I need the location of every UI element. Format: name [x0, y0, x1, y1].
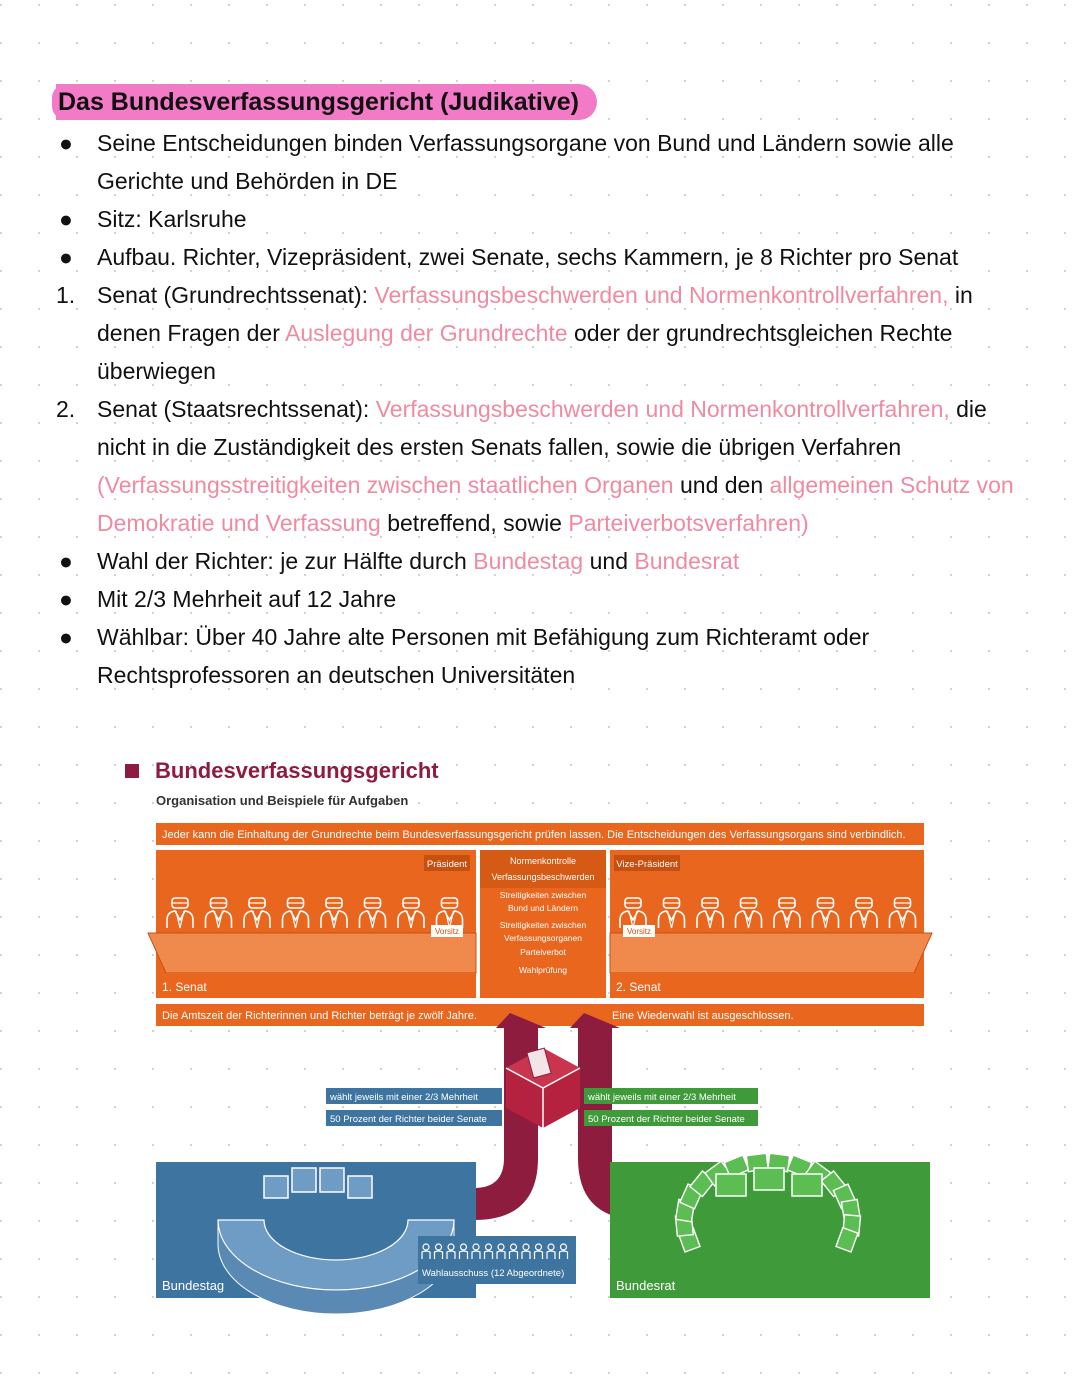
list-marker: ●: [59, 244, 73, 270]
list-text: Mit 2/3 Mehrheit auf 12 Jahre: [97, 586, 397, 612]
amtszeit-bar: [156, 1004, 924, 1026]
list-text: oder der grundrechtsgleichen Rechte über…: [97, 320, 953, 384]
list-text: Senat (Grundrechtssenat):: [97, 282, 375, 308]
top-banner-text: Jeder kann die Einhaltung der Grundrecht…: [162, 829, 906, 841]
list-marker: ●: [59, 624, 73, 650]
highlighted-text: allgemeinen Schutz von Demokratie und Ve…: [97, 472, 1014, 536]
list-marker: ●: [59, 586, 73, 612]
center-item-label: Wahlprüfung: [519, 965, 567, 975]
top-banner: [156, 823, 924, 845]
notes: Das Bundesverfassungsgericht (Judikative…: [52, 84, 1016, 694]
diagram-svg: Jeder kann die Einhaltung der Grundrecht…: [147, 823, 933, 1315]
list-text: Sitz: Karlsruhe: [97, 206, 247, 232]
list-text: Aufbau. Richter, Vizepräsident, zwei Sen…: [97, 244, 959, 270]
section-heading: Das Bundesverfassungsgericht (Judikative…: [56, 84, 597, 120]
diagram-subtitle: Organisation und Beispiele für Aufgaben: [156, 793, 409, 808]
prozent-left: 50 Prozent der Richter beider Senate: [330, 1114, 487, 1125]
list-item: ● Seine Entscheidungen binden Verfassungs…: [56, 124, 1016, 200]
center-item-label: Bund und Ländern: [508, 903, 578, 913]
center-top-2: Verfassungsbeschwerden: [491, 872, 594, 882]
list-marker: ●: [59, 548, 73, 574]
wiederwahl-text: Eine Wiederwahl ist ausgeschlossen.: [612, 1010, 794, 1022]
list-text: Wahl der Richter: je zur Hälfte durch: [97, 548, 474, 574]
highlighted-text: Bundestag: [473, 548, 584, 574]
bundesrat-seats: [674, 1152, 862, 1253]
heading-wrap: Das Bundesverfassungsgericht (Judikative…: [52, 84, 1016, 120]
list-marker: 2.: [56, 396, 76, 422]
prozent-right: 50 Prozent der Richter beider Senate: [588, 1114, 745, 1125]
waehlt-right: wählt jeweils mit einer 2/3 Mehrheit: [587, 1092, 736, 1103]
court-diagram: Bundesverfassungsgericht Organisation un…: [118, 758, 938, 1318]
list-marker: ●: [59, 130, 73, 156]
center-item-label: Streitigkeiten zwischen: [500, 920, 587, 930]
list-text: Senat (Staatsrechtssenat):: [97, 396, 376, 422]
bundestag-label: Bundestag: [162, 1278, 224, 1293]
list-item: ● Mit 2/3 Mehrheit auf 12 Jahre: [56, 580, 1016, 618]
list-item: 2. Senat (Staatsrechtssenat): Verfassungs…: [56, 390, 1016, 542]
list-text: Wählbar: Über 40 Jahre alte Personen mit…: [97, 624, 870, 688]
amtszeit-text: Die Amtszeit der Richterinnen und Richte…: [162, 1010, 477, 1022]
list-text: betreffend, sowie: [380, 510, 569, 536]
highlighted-text: Parteiverbotsverfahren): [568, 510, 809, 536]
highlighted-text: (Verfassungsstreitigkeiten zwischen staa…: [97, 472, 674, 498]
highlighted-text: Verfassungsbeschwerden und Normenkontrol…: [374, 282, 949, 308]
wahlausschuss-label: Wahlausschuss (12 Abgeordnete): [422, 1268, 564, 1279]
list-item: ● Sitz: Karlsruhe: [56, 200, 1016, 238]
highlighted-text: Bundesrat: [634, 548, 740, 574]
list-text: in denen Fragen der: [97, 282, 973, 346]
diagram-title: Bundesverfassungsgericht: [118, 758, 439, 784]
senat-2-label: 2. Senat: [616, 980, 661, 994]
bullet-list: ● Seine Entscheidungen binden Verfassungs…: [56, 124, 1016, 694]
list-text: die nicht in die Zuständigkeit des erste…: [97, 396, 987, 460]
seat-icon: [835, 1226, 859, 1253]
list-text: und den: [673, 472, 770, 498]
list-item: ● Wahl der Richter: je zur Hälfte durch B…: [56, 542, 1016, 580]
highlighted-text: Auslegung der Grundrechte: [284, 320, 568, 346]
list-marker: 1.: [56, 282, 76, 308]
vorsitz-1-label: Vorsitz: [435, 927, 459, 936]
center-item-label: Verfassungsorganen: [504, 933, 582, 943]
list-text: und: [583, 548, 635, 574]
title-square-icon: [125, 764, 139, 778]
list-item: ● Wählbar: Über 40 Jahre alte Personen mi…: [56, 618, 1016, 694]
vorsitz-2-label: Vorsitz: [627, 927, 651, 936]
list-marker: ●: [59, 206, 73, 232]
diagram-title-text: Bundesverfassungsgericht: [155, 758, 439, 783]
arrow-bundestag: [396, 1013, 546, 1220]
center-item-label: Parteiverbot: [520, 947, 566, 957]
praesident-label: Präsident: [427, 859, 467, 870]
list-text: Seine Entscheidungen binden Verfassungso…: [97, 130, 954, 194]
vize-praesident-label: Vize-Präsident: [616, 859, 678, 870]
center-item-label: Streitigkeiten zwischen: [500, 890, 587, 900]
senat-1-label: 1. Senat: [162, 980, 207, 994]
center-top-1: Normenkontrolle: [510, 856, 576, 866]
list-item: 1. Senat (Grundrechtssenat): Verfassungsb…: [56, 276, 1016, 390]
highlighted-text: Verfassungsbeschwerden und Normenkontrol…: [375, 396, 950, 422]
arrow-bundesrat: [570, 1013, 698, 1220]
waehlt-left: wählt jeweils mit einer 2/3 Mehrheit: [329, 1092, 478, 1103]
bundesrat-label: Bundesrat: [616, 1278, 676, 1293]
list-item: ● Aufbau. Richter, Vizepräsident, zwei Se…: [56, 238, 1016, 276]
